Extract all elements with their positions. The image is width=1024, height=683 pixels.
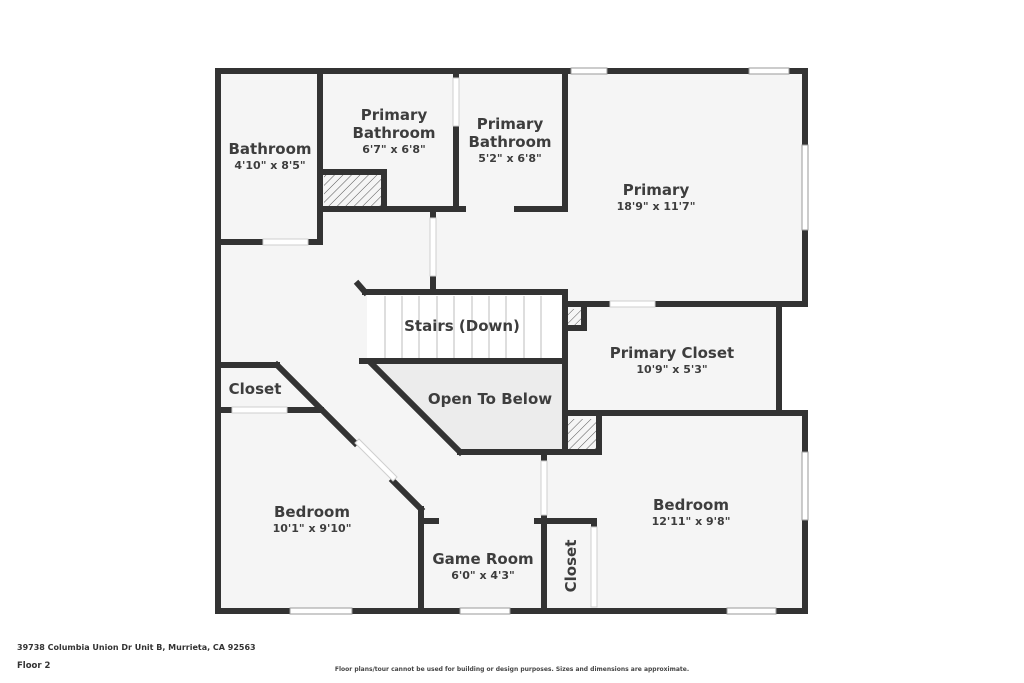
room-name: Closet: [228, 380, 282, 398]
room-dimensions: 6'7" x 6'8": [362, 142, 426, 156]
room-primary-closet: Primary Closet 10'9" x 5'3": [610, 344, 734, 376]
windows: [289, 67, 809, 615]
room-name: Bedroom: [653, 495, 729, 514]
disclaimer: Floor plans/tour cannot be used for buil…: [334, 666, 690, 673]
room-game-room: Game Room 6'0" x 4'3": [432, 550, 533, 582]
room-dimensions: 4'10" x 8'5": [234, 158, 306, 172]
room-name: Bathroom: [228, 139, 312, 158]
room-name: Open To Below: [427, 390, 553, 408]
hatched-block: [324, 175, 381, 206]
room-name-line2: Bathroom: [352, 123, 436, 142]
room-dimensions: 12'11" x 9'8": [651, 514, 731, 528]
room-name-line1: Primary: [476, 114, 544, 133]
room-open-to-below: Open To Below: [428, 390, 552, 408]
hatched-block: [567, 419, 597, 452]
room-name: Stairs (Down): [404, 317, 520, 335]
room-dimensions: 10'9" x 5'3": [636, 362, 708, 376]
walls: [215, 68, 808, 614]
room-name: Primary Closet: [609, 343, 735, 362]
room-name: Bedroom: [274, 502, 350, 521]
room-primary-bathroom-1: Primary Bathroom 6'7" x 6'8": [352, 106, 435, 156]
stairs-treads: [367, 294, 562, 360]
room-primary-bathroom-2: Primary Bathroom 5'2" x 6'8": [468, 115, 551, 165]
room-closet-right: Closet: [562, 540, 580, 593]
door-openings: [231, 77, 656, 608]
room-dimensions: 18'9" x 11'7": [616, 199, 696, 213]
room-name: Closet: [562, 539, 580, 593]
room-name-line1: Primary: [360, 105, 428, 124]
hatched-block: [567, 309, 581, 326]
room-dimensions: 6'0" x 4'3": [451, 568, 515, 582]
room-name-line2: Bathroom: [468, 132, 552, 151]
room-stairs: Stairs (Down): [404, 317, 520, 335]
room-name: Game Room: [432, 549, 534, 568]
property-address: 39738 Columbia Union Dr Unit B, Murrieta…: [17, 643, 256, 652]
room-dimensions: 5'2" x 6'8": [478, 151, 542, 165]
room-bedroom-left: Bedroom 10'1" x 9'10": [273, 503, 352, 535]
open-to-below-area: [372, 362, 562, 452]
room-bedroom-right: Bedroom 12'11" x 9'8": [652, 496, 731, 528]
floor-label: Floor 2: [17, 661, 51, 671]
room-primary: Primary 18'9" x 11'7": [617, 181, 696, 213]
room-bathroom: Bathroom 4'10" x 8'5": [228, 140, 311, 172]
room-name: Primary: [622, 180, 690, 199]
room-closet-left: Closet: [229, 380, 282, 398]
room-dimensions: 10'1" x 9'10": [272, 521, 352, 535]
